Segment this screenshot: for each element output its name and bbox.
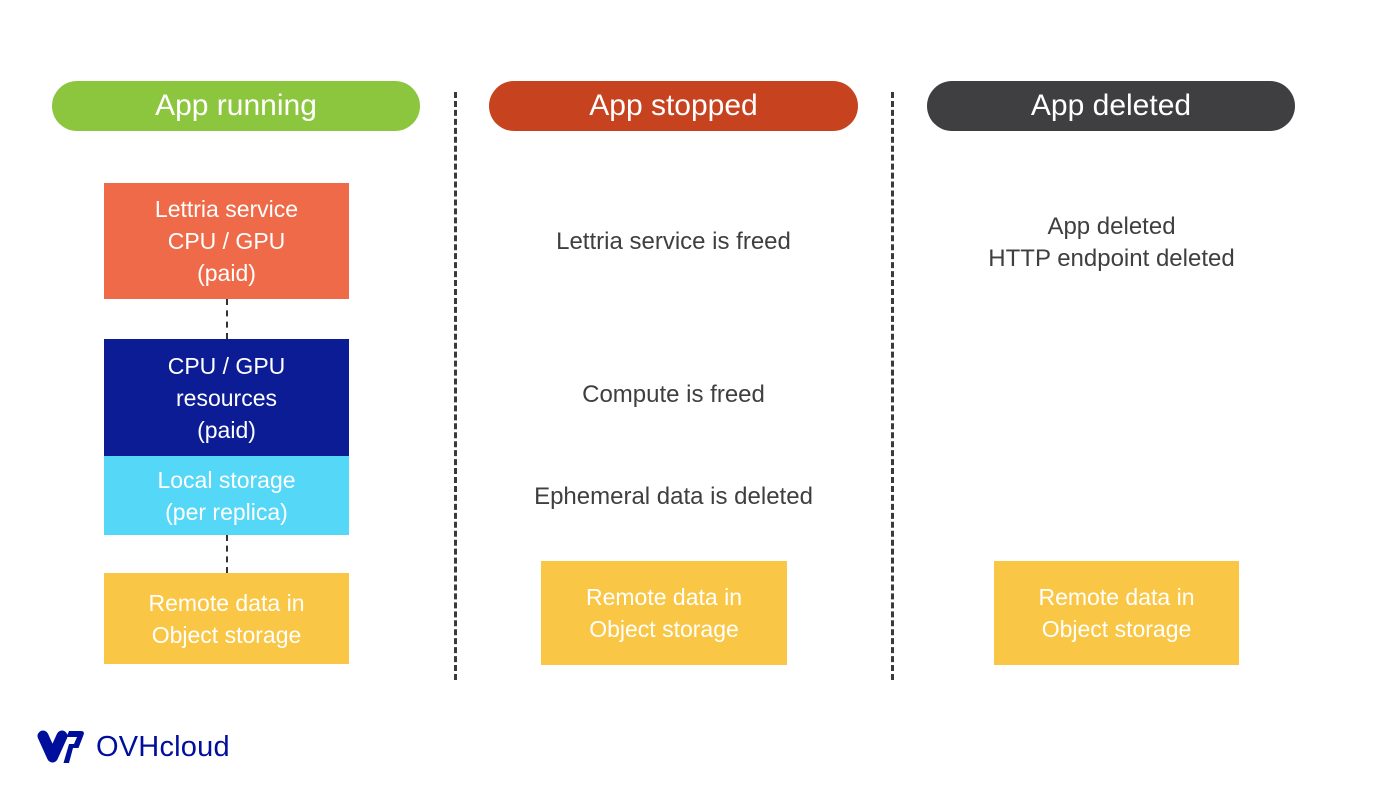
header-app-stopped-label: App stopped [589, 89, 758, 122]
box-local-storage-line: (per replica) [165, 498, 288, 525]
note-lettria-service-freed: Lettria service is freed [556, 228, 791, 255]
box-remote-object-storage-line: Object storage [151, 621, 302, 648]
box-cpu-gpu-resources-line: (paid) [197, 416, 256, 443]
box-remote-object-storage-deleted: Remote data in Object storage [994, 561, 1239, 665]
dotted-connector-service-to-compute [226, 299, 228, 339]
note-app-deleted-line: HTTP endpoint deleted [988, 245, 1235, 272]
box-remote-object-storage-line: Remote data in [1038, 584, 1195, 610]
box-remote-object-storage-running: Remote data in Object storage [104, 573, 349, 664]
box-remote-object-storage-stopped: Remote data in Object storage [541, 561, 787, 665]
box-lettria-service-line: Lettria service [154, 196, 299, 222]
box-remote-object-storage-line: Object storage [589, 616, 739, 642]
column-separator-1 [454, 92, 457, 680]
brand-wordmark: OVHcloud [96, 730, 230, 763]
header-app-stopped: App stopped [489, 81, 858, 131]
box-local-storage-line: Local storage [157, 466, 296, 493]
header-app-deleted-label: App deleted [1030, 89, 1192, 122]
box-cpu-gpu-resources: CPU / GPU resources (paid) [104, 339, 349, 456]
note-app-deleted: App deleted HTTP endpoint deleted [927, 211, 1296, 275]
dotted-connector-local-to-remote [226, 535, 228, 573]
box-cpu-gpu-resources-line: resources [176, 384, 277, 411]
box-lettria-service-line: (paid) [197, 260, 256, 286]
ovhcloud-logo-icon [36, 728, 88, 766]
brand-footer: OVHcloud [36, 728, 230, 766]
note-compute-freed: Compute is freed [582, 381, 765, 408]
header-app-running-label: App running [155, 89, 317, 122]
box-remote-object-storage-line: Remote data in [586, 584, 742, 610]
box-local-storage: Local storage (per replica) [104, 456, 349, 535]
note-app-deleted-line: App deleted [1047, 213, 1176, 240]
header-app-running: App running [52, 81, 420, 131]
column-separator-2 [891, 92, 894, 680]
note-ephemeral-data-deleted: Ephemeral data is deleted [534, 483, 813, 510]
box-remote-object-storage-line: Object storage [1041, 616, 1192, 642]
header-app-deleted: App deleted [927, 81, 1295, 131]
box-lettria-service-line: CPU / GPU [167, 228, 286, 254]
box-cpu-gpu-resources-line: CPU / GPU [167, 352, 286, 379]
box-remote-object-storage-line: Remote data in [148, 589, 305, 616]
box-lettria-service: Lettria service CPU / GPU (paid) [104, 183, 349, 299]
